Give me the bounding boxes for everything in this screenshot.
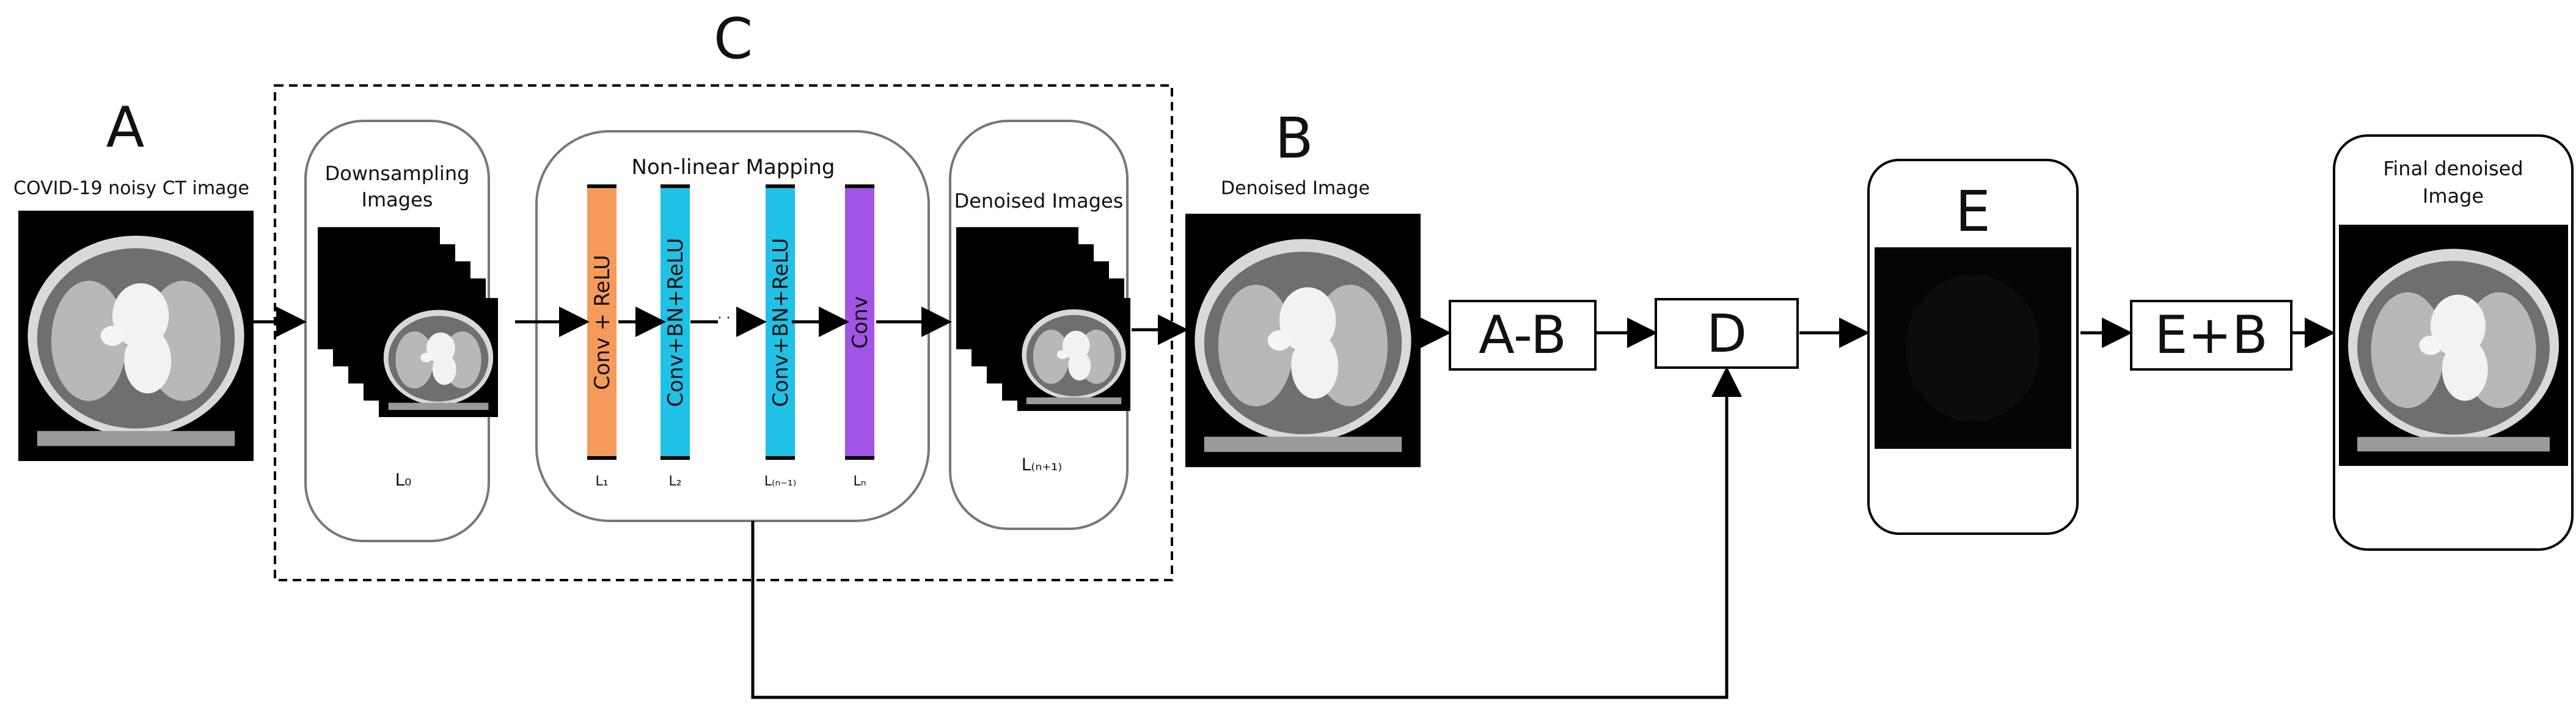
nonlinear-mapping-caption: Non-linear Mapping (632, 155, 835, 180)
subtract-label: A-B (1479, 305, 1567, 366)
label-e: E (1955, 179, 1991, 244)
layer-conv-bn-relu-1: Conv+BN+ReLU L₂ (660, 184, 690, 489)
layer-conv-bar (845, 186, 874, 458)
layer-conv-label: Conv (848, 296, 873, 349)
d-box (1655, 298, 1799, 369)
label-a: A (106, 95, 145, 160)
flow-arrows (254, 307, 2335, 699)
denoised-image-caption: Denoised Image (1221, 178, 1370, 199)
layer-conv-bn-relu-1-label: Conv+BN+ReLU (664, 238, 688, 407)
final-caption-1: Final denoised (2383, 157, 2523, 180)
layer-ellipsis: · · · (718, 311, 739, 326)
add-label: E+B (2154, 305, 2267, 366)
add-box (2130, 300, 2292, 371)
noisy-ct-image (18, 211, 254, 461)
noise-residual-image (1875, 247, 2071, 449)
denoised-image-stack (956, 227, 1130, 411)
final-ct-image (2339, 225, 2568, 466)
layer-conv-index: Lₙ (853, 474, 866, 489)
layer-conv-bn-relu-2-index: L₍ₙ₋₁₎ (764, 474, 796, 489)
noisy-input-caption: COVID-19 noisy CT image (13, 178, 249, 199)
denoised-ct-image (1185, 214, 1421, 467)
downsampling-caption-1: Downsampling (325, 162, 470, 185)
label-b: B (1275, 106, 1313, 171)
d-label: D (1707, 303, 1747, 365)
downsampling-stack-label: L₀ (395, 470, 412, 490)
denoised-stack-label: L₍ₙ₊₁₎ (1022, 454, 1063, 474)
label-c: C (714, 6, 753, 71)
layer-conv-relu-bar (587, 186, 617, 458)
final-caption-2: Image (2423, 184, 2484, 208)
layer-conv-bn-relu-2: Conv+BN+ReLU L₍ₙ₋₁₎ (764, 184, 796, 489)
layer-conv-bn-relu-2-label: Conv+BN+ReLU (769, 238, 793, 407)
skip-connection-to-d (751, 366, 1742, 699)
downsampling-caption-2: Images (362, 188, 433, 211)
layer-conv-relu-index: L₁ (595, 474, 608, 489)
layer-conv-relu: Conv + ReLU L₁ (587, 184, 617, 489)
layer-conv-relu-label: Conv + ReLU (590, 255, 615, 390)
downsampling-image-stack (318, 227, 498, 417)
denoised-images-caption: Denoised Images (954, 189, 1124, 213)
layer-conv-bn-relu-2-bar (766, 186, 795, 458)
layer-conv-bn-relu-1-index: L₂ (668, 474, 681, 489)
